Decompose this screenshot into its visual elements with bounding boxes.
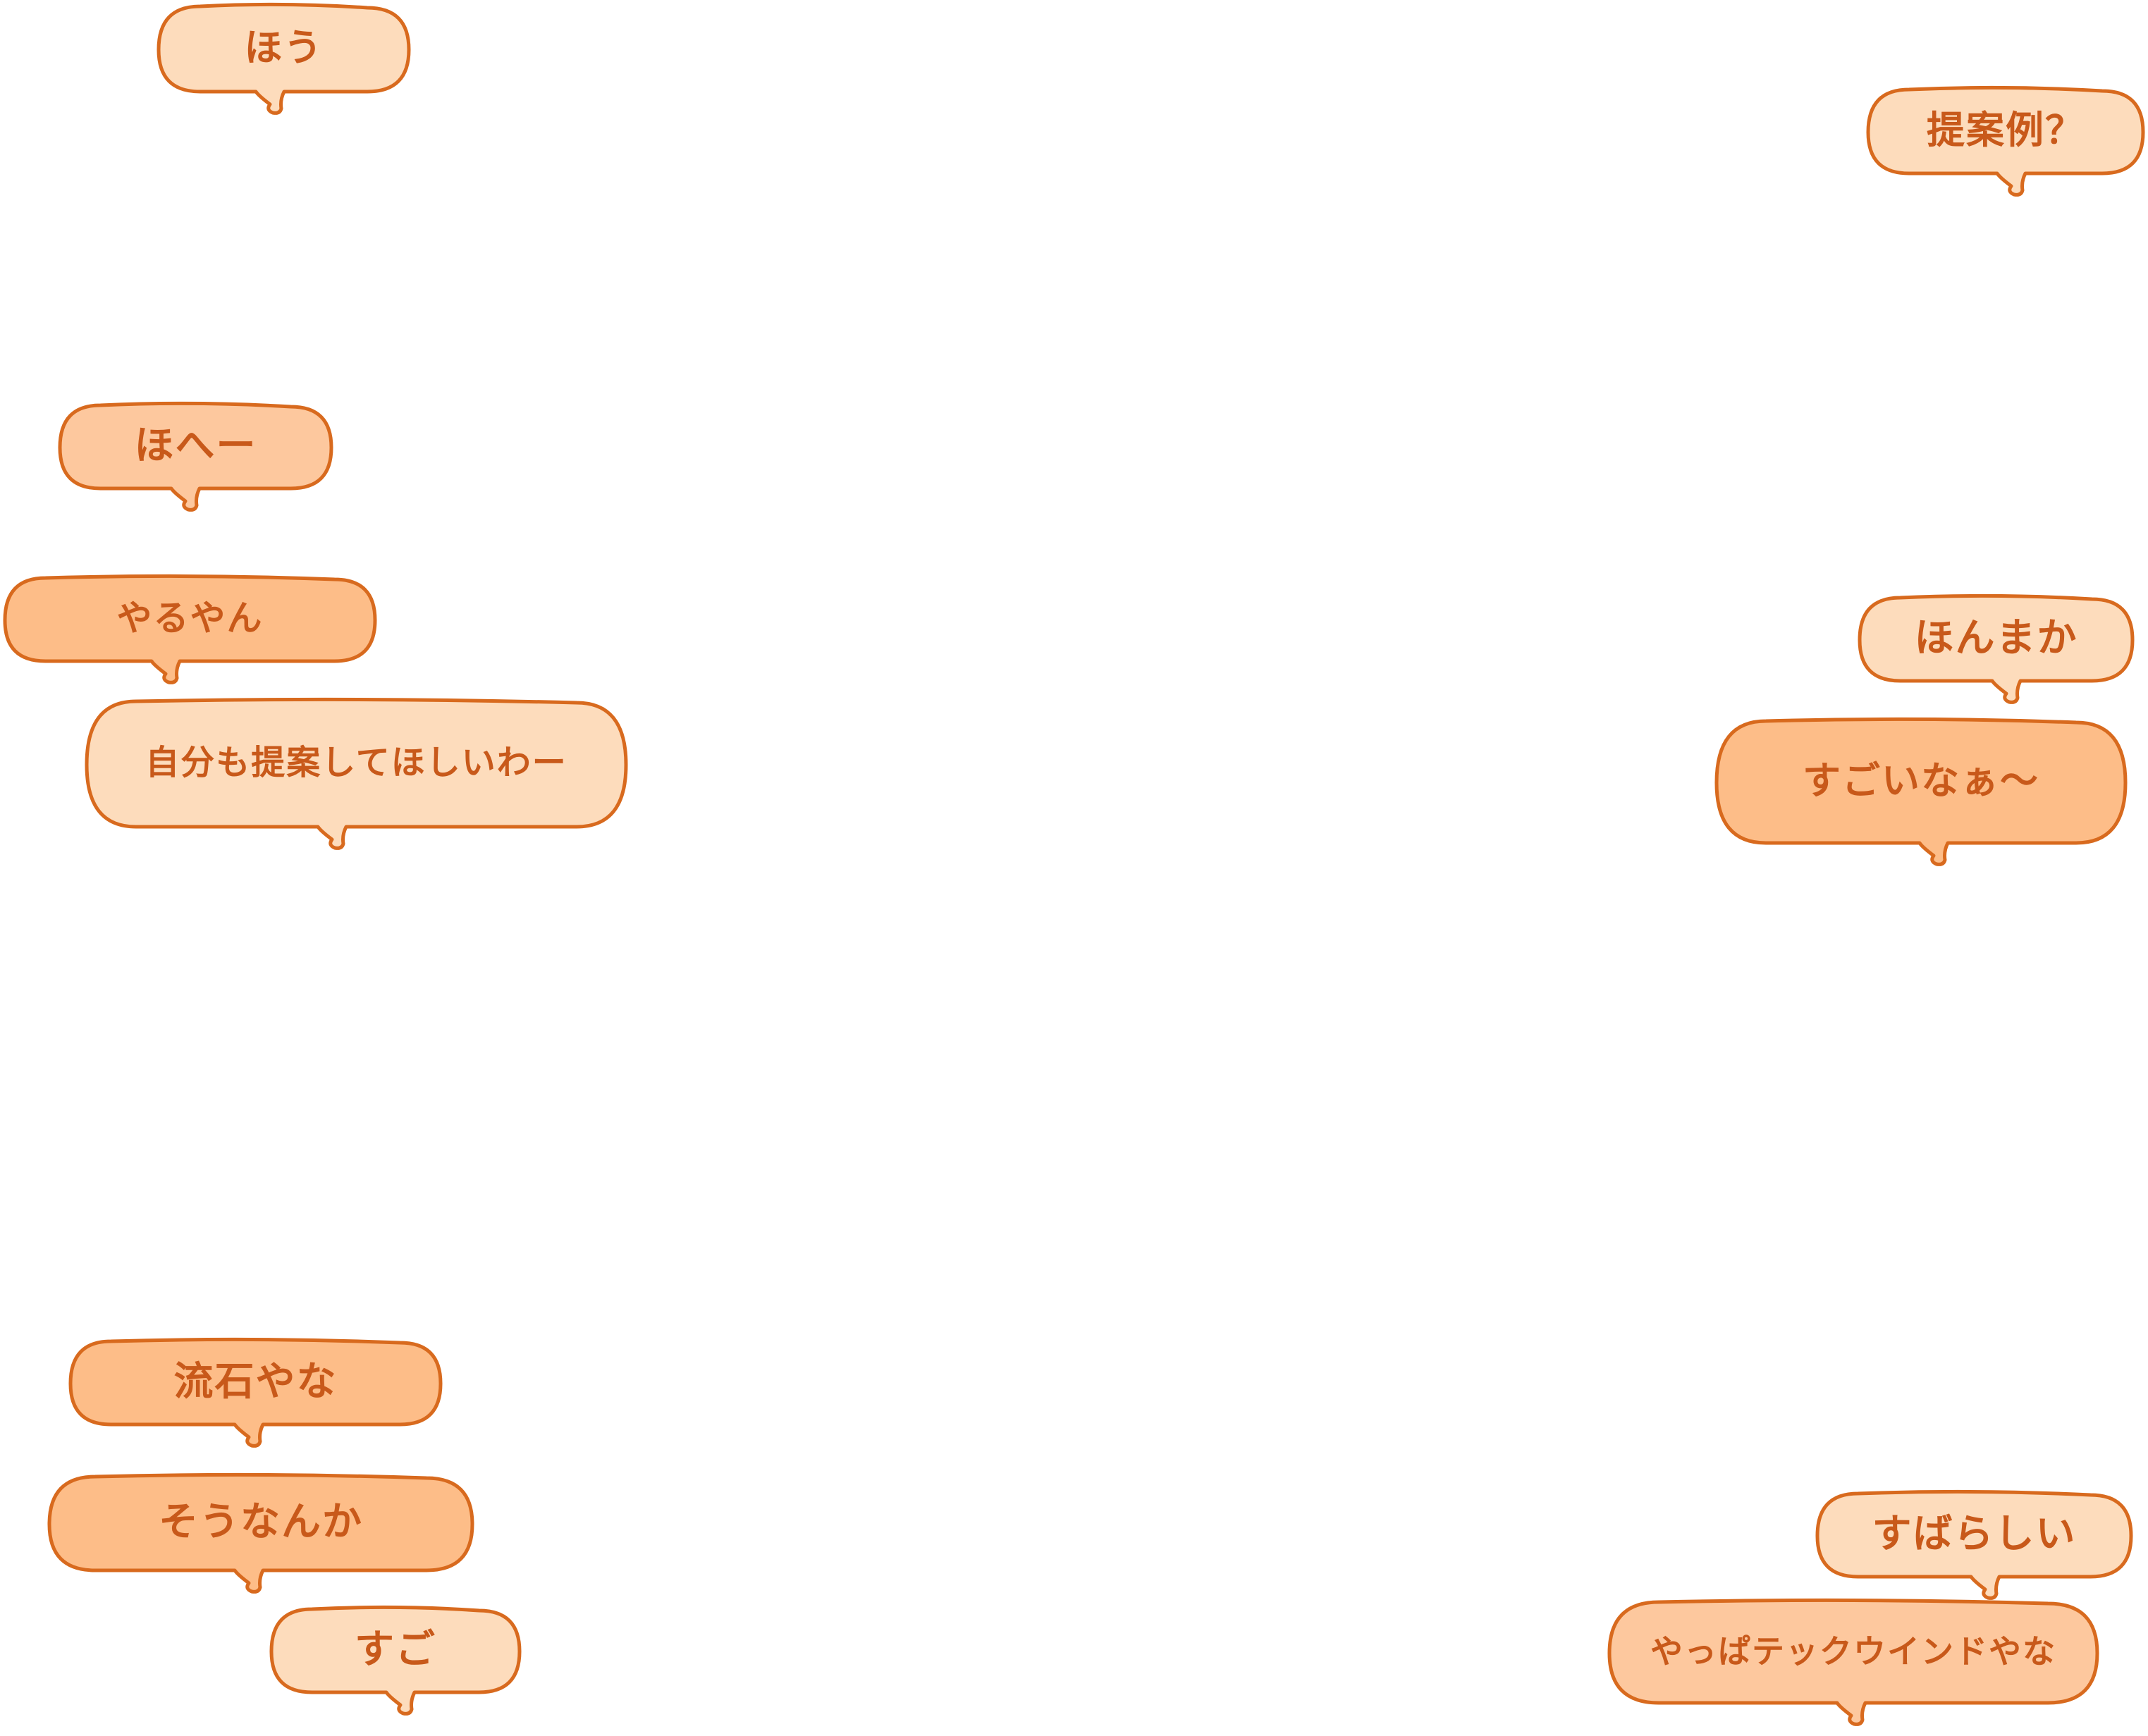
speech-bubble-text: 流石やな [67,1338,444,1426]
speech-bubble-hehe: ほへー [56,402,335,518]
speech-bubble-subarashii: すばらしい [1814,1490,2135,1606]
speech-bubble-sounanka: そうなんか [46,1473,476,1596]
speech-bubble-hou: ほう [155,3,412,112]
speech-bubble-text: すごいなぁ～ [1713,718,2129,844]
speech-bubble-text: ほへー [56,402,335,490]
speech-bubble-text: 自分も提案してほしいわー [83,698,630,828]
speech-bubble-jibunmo: 自分も提案してほしいわー [83,698,630,856]
speech-bubble-text: ほう [155,3,412,93]
speech-bubble-text: すばらしい [1814,1490,2135,1578]
speech-bubble-honmaka: ほんまか [1856,594,2136,707]
speech-bubble-sugo: すご [268,1606,523,1718]
speech-bubble-text: すご [268,1606,523,1694]
speech-bubble-text: やっぱテックウインドやな [1606,1599,2101,1704]
speech-bubble-text: ほんまか [1856,594,2136,682]
speech-bubble-text: そうなんか [46,1473,476,1572]
speech-bubble-teianrei: 提案例？ [1865,86,2147,199]
speech-bubble-text: やるやん [1,574,379,663]
speech-bubble-yappa: やっぱテックウインドやな [1606,1599,2101,1732]
speech-bubble-sugoinaa: すごいなぁ～ [1713,718,2129,876]
speech-bubble-text: 提案例？ [1865,86,2147,175]
speech-bubble-yaruyan: やるやん [1,574,379,687]
speech-bubble-sasugayana: 流石やな [67,1338,444,1451]
